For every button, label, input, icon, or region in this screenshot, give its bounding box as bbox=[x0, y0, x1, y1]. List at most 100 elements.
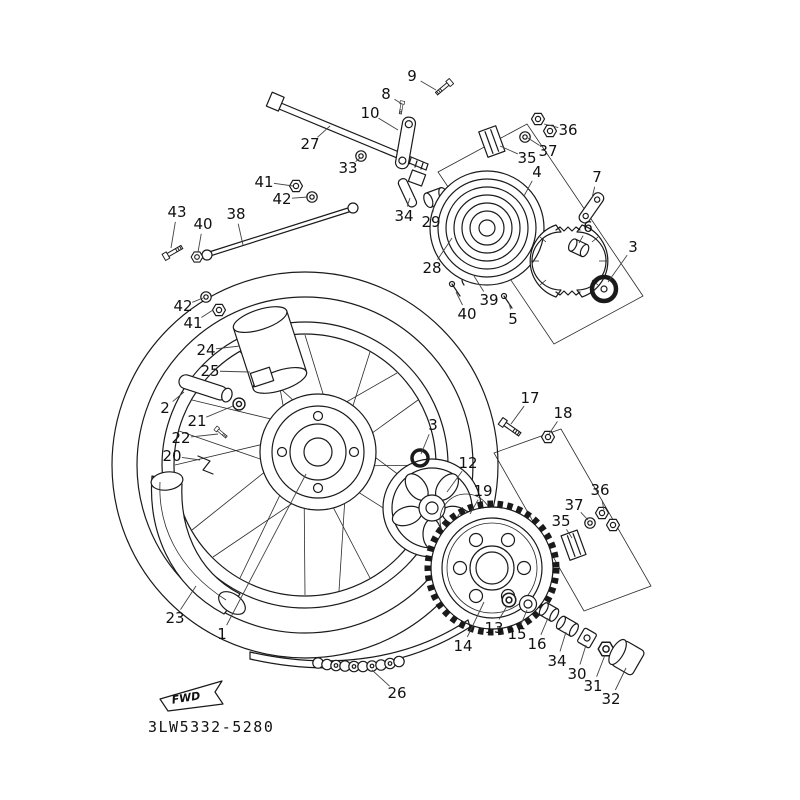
callout-31: 31 bbox=[583, 677, 602, 695]
diagram-art bbox=[111, 78, 652, 676]
leader-line-24 bbox=[215, 345, 241, 350]
leader-line-36 bbox=[601, 499, 605, 511]
leader-line-22 bbox=[190, 433, 219, 438]
callout-34: 34 bbox=[394, 207, 413, 225]
collar-6 bbox=[567, 238, 590, 258]
stopper-plate-35 bbox=[478, 125, 506, 158]
leader-line-3 bbox=[607, 254, 628, 283]
washer-13 bbox=[501, 592, 517, 608]
washer-37b bbox=[584, 517, 596, 529]
collar-15 bbox=[518, 594, 538, 614]
pin-40-head bbox=[448, 280, 456, 288]
leader-line-6 bbox=[578, 235, 584, 244]
callout-41: 41 bbox=[254, 173, 273, 191]
callout-9: 9 bbox=[407, 67, 417, 85]
callout-43: 43 bbox=[167, 203, 186, 221]
leader-line-42 bbox=[291, 196, 309, 199]
bolt-9 bbox=[433, 78, 455, 97]
bolt-8 bbox=[397, 100, 406, 115]
callout-34: 34 bbox=[547, 652, 566, 670]
nut-36c bbox=[594, 506, 610, 520]
leader-line-28 bbox=[437, 237, 453, 260]
callout-42: 42 bbox=[173, 297, 192, 315]
lever-7 bbox=[578, 192, 605, 224]
callout-6: 6 bbox=[583, 218, 593, 236]
callout-22: 22 bbox=[171, 429, 190, 447]
right-top-hardware bbox=[478, 112, 619, 444]
cap-32 bbox=[608, 638, 645, 676]
callout-28: 28 bbox=[422, 259, 441, 277]
callout-29: 29 bbox=[421, 213, 440, 231]
callout-13: 13 bbox=[484, 619, 503, 637]
leader-line-19 bbox=[469, 499, 479, 515]
washer-42-low bbox=[200, 291, 212, 303]
leader-line-34 bbox=[406, 197, 411, 207]
sprocket bbox=[424, 500, 560, 636]
nut-40 bbox=[190, 251, 204, 263]
drive-chain bbox=[249, 619, 471, 673]
leader-line-39 bbox=[473, 275, 485, 292]
collar-34 bbox=[555, 615, 579, 637]
leader-line-35 bbox=[499, 145, 519, 155]
callout-33: 33 bbox=[338, 159, 357, 177]
leader-line-13 bbox=[498, 605, 508, 620]
leader-line-25 bbox=[219, 370, 251, 373]
tire-inner bbox=[136, 296, 474, 634]
leader-line-36 bbox=[543, 123, 559, 129]
adjuster-plate-35 bbox=[560, 529, 587, 561]
callout-19: 19 bbox=[473, 482, 492, 500]
callout-12: 12 bbox=[458, 454, 477, 472]
leader-line-4 bbox=[523, 180, 533, 197]
fwd-arrow-icon bbox=[159, 680, 224, 712]
leader-line-20 bbox=[181, 456, 201, 461]
callout-26: 26 bbox=[387, 684, 406, 702]
callout-2: 2 bbox=[160, 399, 170, 417]
leader-line-12 bbox=[446, 470, 463, 493]
clip-20 bbox=[197, 455, 214, 475]
axle-head bbox=[265, 91, 285, 112]
leader-line-40 bbox=[455, 291, 463, 306]
washer-42-top bbox=[306, 191, 318, 203]
leader-line-10 bbox=[378, 117, 399, 131]
nut-41-low bbox=[211, 303, 227, 317]
fwd-marker: FWD bbox=[159, 680, 224, 712]
callout-42: 42 bbox=[272, 190, 291, 208]
leader-line-23 bbox=[180, 585, 197, 610]
brake-shoe-left bbox=[529, 224, 562, 298]
callout-23: 23 bbox=[165, 609, 184, 627]
leader-line-38 bbox=[237, 223, 244, 246]
tire-outer bbox=[111, 271, 499, 659]
callout-4: 4 bbox=[532, 163, 542, 181]
callout-32: 32 bbox=[601, 690, 620, 708]
spacer-2 bbox=[178, 374, 233, 403]
nut-36a bbox=[530, 112, 546, 126]
leader-line-41 bbox=[273, 182, 294, 187]
leader-line-1 bbox=[226, 473, 307, 626]
shoe-spring-top bbox=[555, 226, 581, 232]
callout-27: 27 bbox=[300, 135, 319, 153]
callout-15: 15 bbox=[507, 625, 526, 643]
leader-line-35 bbox=[566, 529, 573, 539]
callout-7: 7 bbox=[592, 168, 602, 186]
leader-line-29 bbox=[432, 205, 435, 213]
callout-24: 24 bbox=[196, 341, 215, 359]
leader-line-27 bbox=[317, 125, 331, 138]
callout-1: 1 bbox=[217, 625, 227, 643]
leader-line-33 bbox=[355, 157, 361, 162]
leader-line-43 bbox=[170, 221, 176, 249]
callout-25: 25 bbox=[200, 362, 219, 380]
left-hardware bbox=[178, 374, 246, 475]
callout-40: 40 bbox=[457, 305, 476, 323]
callout-36: 36 bbox=[558, 121, 577, 139]
bearing-3 bbox=[410, 448, 430, 468]
callout-40: 40 bbox=[193, 215, 212, 233]
leader-line-8 bbox=[394, 98, 403, 105]
leader-line-26 bbox=[371, 669, 390, 687]
leader-line-18 bbox=[548, 421, 558, 435]
nut-36d bbox=[605, 518, 621, 532]
leader-line-17 bbox=[510, 405, 525, 425]
torque-rod bbox=[161, 179, 359, 317]
leader-line-30 bbox=[579, 644, 587, 665]
sprocket-teeth bbox=[424, 500, 560, 636]
